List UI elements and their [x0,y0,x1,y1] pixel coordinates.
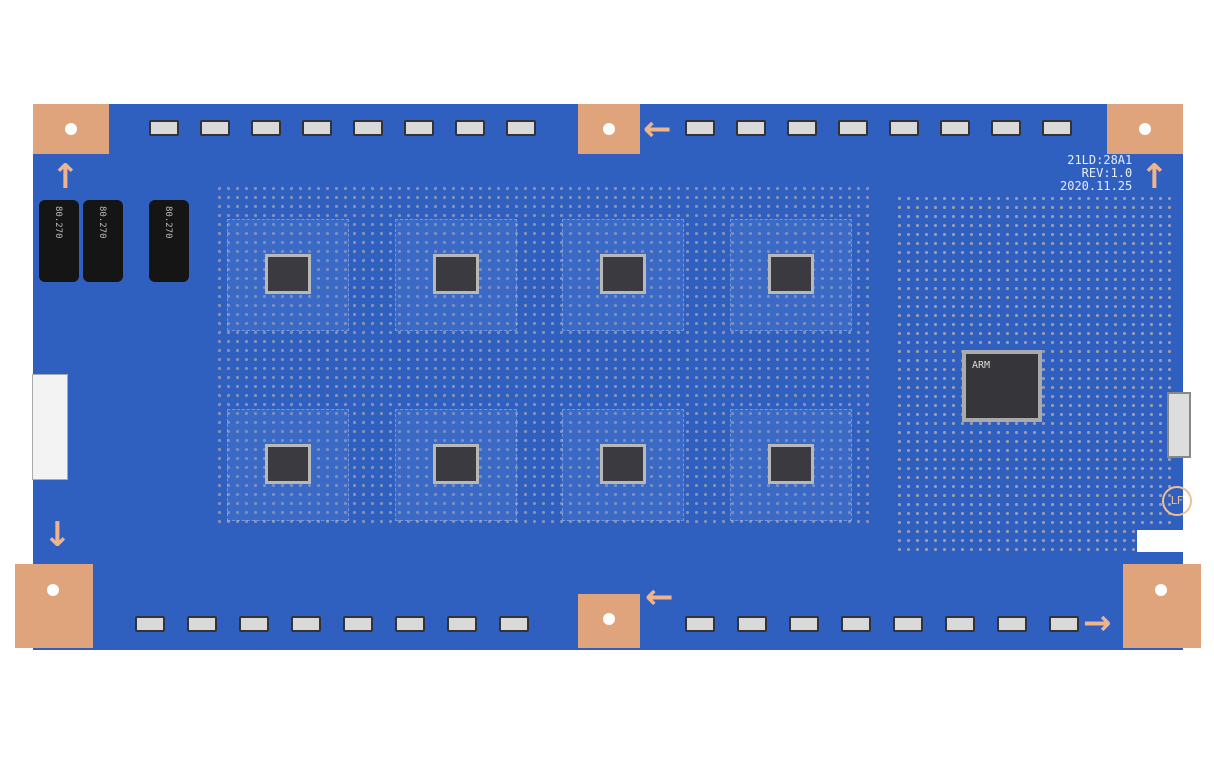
led-connector [685,616,715,632]
board-date: 2020.11.25 [1060,179,1133,193]
led-connector [841,616,871,632]
capacitor: 80.270 [83,200,123,282]
led-connector [187,616,217,632]
led-connector [893,616,923,632]
led-connector [291,616,321,632]
led-connector [343,616,373,632]
led-connector [302,120,332,136]
led-driver-chip [768,254,814,294]
arrow-left-icon: ← [645,577,674,617]
led-connector [404,120,434,136]
led-connector [239,616,269,632]
side-connector [1167,392,1191,458]
arrow-left-icon: ← [643,109,672,149]
led-connector [200,120,230,136]
pcb-board: ↑ ↓ ← ← ↑ → 80.270 80.270 80.270 ARM 21L… [15,104,1201,650]
mounting-pad [15,564,93,648]
board-revision: REV:1.0 [1081,166,1133,180]
led-connector [455,120,485,136]
mounting-pad [578,104,640,154]
led-driver-chip [600,254,646,294]
led-connector [736,120,766,136]
mounting-pad [1123,564,1201,648]
arrow-up-icon: ↑ [1140,157,1169,197]
led-connector [149,120,179,136]
led-driver-chip [265,444,311,484]
led-connector [395,616,425,632]
mounting-hole [47,584,59,596]
led-connector [499,616,529,632]
input-connector [32,374,68,480]
led-connector [945,616,975,632]
mounting-hole [65,123,77,135]
led-connector [685,120,715,136]
mounting-hole [603,123,615,135]
mounting-hole [1155,584,1167,596]
led-driver-chip [265,254,311,294]
mounting-pad [33,104,109,154]
arrow-right-icon: → [1083,603,1112,643]
led-connector [940,120,970,136]
lf-logo: LF [1162,486,1192,516]
led-connector [1042,120,1072,136]
led-driver-chip [433,254,479,294]
led-connector [787,120,817,136]
mounting-pad [578,594,640,648]
led-driver-chip [600,444,646,484]
capacitor-marking: 80.270 [97,206,107,239]
board-silkscreen: 21LD:28A1 REV:1.0 2020.11.25 [1060,154,1132,193]
led-driver-chip [768,444,814,484]
mounting-hole [1139,123,1151,135]
mcu-marking: ARM [972,360,991,371]
led-connector [1049,616,1079,632]
capacitor: 80.270 [149,200,189,282]
led-driver-chip [433,444,479,484]
sticker-label [1137,530,1187,552]
arrow-up-icon: ↑ [51,157,80,197]
led-connector [737,616,767,632]
led-connector [991,120,1021,136]
led-connector [135,616,165,632]
led-connector [997,616,1027,632]
board-model: 21LD:28A1 [1067,153,1133,167]
mounting-pad [1107,104,1183,154]
led-connector [506,120,536,136]
capacitor-marking: 80.270 [163,206,173,239]
led-connector [353,120,383,136]
led-connector [838,120,868,136]
arrow-down-icon: ↓ [43,515,72,555]
led-connector [447,616,477,632]
led-connector [889,120,919,136]
led-connector [251,120,281,136]
via-field [215,184,875,524]
mcu-chip: ARM [962,350,1042,422]
led-connector [789,616,819,632]
capacitor: 80.270 [39,200,79,282]
capacitor-marking: 80.270 [53,206,63,239]
mounting-hole [603,613,615,625]
